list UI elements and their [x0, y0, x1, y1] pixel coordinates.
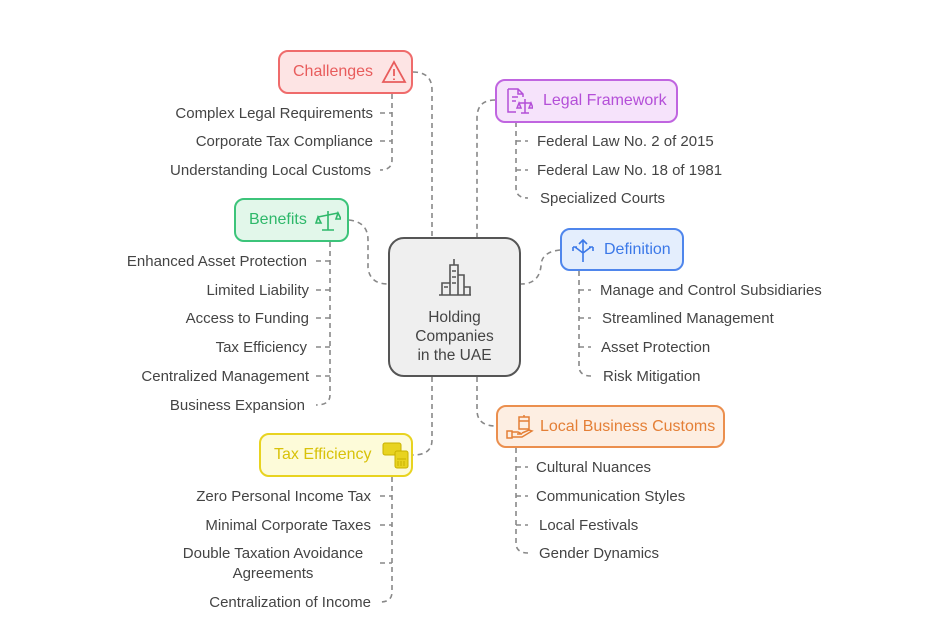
- list-item: Centralized Management: [141, 368, 309, 385]
- list-item: Cultural Nuances: [536, 459, 652, 476]
- branch-challenges[interactable]: Challenges: [278, 50, 413, 94]
- list-item: Minimal Corporate Taxes: [205, 517, 371, 534]
- split-arrows-icon: [572, 238, 594, 262]
- branch-label: Local Business Customs: [540, 417, 716, 435]
- legal-document-icon: [507, 88, 533, 114]
- list-item: Agreements: [232, 565, 314, 582]
- money-calculator-icon: [382, 442, 409, 469]
- branch-legal-framework[interactable]: Legal Framework: [495, 79, 678, 123]
- branch-label: Tax Efficiency: [274, 446, 372, 463]
- list-item: Federal Law No. 18 of 1981: [537, 162, 723, 179]
- list-item: Risk Mitigation: [603, 368, 701, 385]
- list-item: Tax Efficiency: [215, 339, 307, 356]
- branch-local-business-customs[interactable]: Local Business Customs: [496, 405, 725, 448]
- branch-tax-efficiency[interactable]: Tax Efficiency: [259, 433, 413, 477]
- list-item: Centralization of Income: [209, 594, 371, 611]
- list-item: Streamlined Management: [602, 310, 774, 327]
- branch-label: Challenges: [293, 63, 374, 80]
- balance-scale-icon: [314, 210, 341, 231]
- central-topic-line: Companies: [415, 328, 494, 345]
- list-item: Manage and Control Subsidiaries: [600, 282, 822, 299]
- warning-icon: [381, 60, 407, 83]
- list-item: Specialized Courts: [540, 190, 666, 207]
- gift-hand-icon: [506, 414, 534, 439]
- list-item: Business Expansion: [169, 397, 305, 414]
- branch-benefits[interactable]: Benefits: [234, 198, 349, 242]
- list-item: Understanding Local Customs: [170, 162, 371, 179]
- branch-label: Definition: [604, 240, 671, 258]
- list-item: Gender Dynamics: [539, 545, 660, 562]
- central-topic-line: in the UAE: [417, 347, 492, 364]
- central-topic: Holding Companies in the UAE: [388, 237, 521, 377]
- list-item: Corporate Tax Compliance: [195, 133, 373, 150]
- branch-label: Benefits: [249, 211, 307, 228]
- list-item: Double Taxation Avoidance: [182, 545, 364, 562]
- list-item: Zero Personal Income Tax: [196, 488, 371, 505]
- list-item: Access to Funding: [185, 310, 309, 327]
- list-item: Federal Law No. 2 of 2015: [537, 133, 714, 150]
- list-item: Limited Liability: [206, 282, 309, 299]
- list-item: Asset Protection: [601, 339, 711, 356]
- list-item: Enhanced Asset Protection: [126, 253, 307, 270]
- city-buildings-icon: [438, 259, 471, 296]
- branch-label: Legal Framework: [543, 92, 667, 109]
- central-topic-line: Holding: [428, 309, 481, 326]
- list-item: Complex Legal Requirements: [175, 105, 373, 122]
- list-item: Communication Styles: [536, 488, 686, 505]
- list-item: Local Festivals: [539, 517, 639, 534]
- branch-definition[interactable]: Definition: [560, 228, 684, 271]
